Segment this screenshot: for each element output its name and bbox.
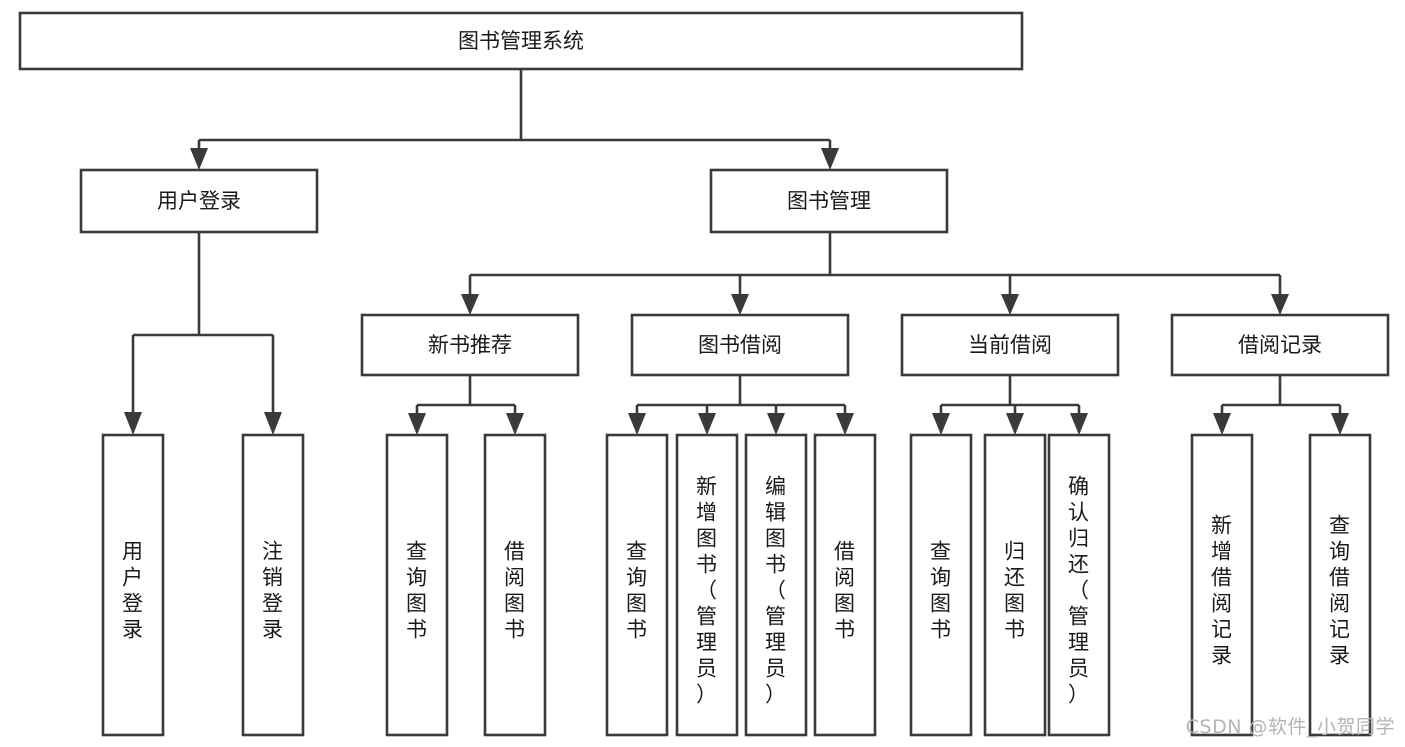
node-leaf-bb-add-book[interactable]: 新增图书（管理员） [675,433,739,737]
node-leaf-bb-edit-book[interactable]: 编辑图书（管理员） [744,433,808,737]
node-borrow-record-label: 借阅记录 [1238,333,1322,357]
node-current-borrow[interactable]: 当前借阅 [900,313,1120,377]
node-leaf-br-query-record-label: 查询借阅记录 [1329,514,1351,668]
node-book-borrow[interactable]: 图书借阅 [630,313,850,377]
arrowhead-bb-borrow-book [836,413,854,435]
node-leaf-user-logout-label: 注销登录 [262,540,284,642]
arrowhead-book-borrow [731,294,749,315]
node-new-book-rec[interactable]: 新书推荐 [360,313,580,377]
arrowhead-rec-borrow-book [506,413,524,435]
node-root[interactable]: 图书管理系统 [18,11,1024,71]
node-new-book-rec-label: 新书推荐 [428,333,512,357]
node-leaf-user-login-label: 用户登录 [122,540,144,642]
node-current-borrow-label: 当前借阅 [968,333,1052,357]
node-borrow-record[interactable]: 借阅记录 [1170,313,1390,377]
node-book-manage[interactable]: 图书管理 [709,168,949,234]
node-leaf-rec-borrow-book-label: 借阅图书 [504,540,526,642]
node-leaf-cb-return-book[interactable]: 归还图书 [983,433,1047,737]
node-leaf-bb-borrow-book[interactable]: 借阅图书 [813,433,877,737]
node-leaf-cb-return-book-label: 归还图书 [1004,540,1026,642]
arrowhead-borrow-record [1271,294,1289,315]
node-leaf-br-query-record[interactable]: 查询借阅记录 [1308,433,1372,737]
watermark-text: CSDN @软件_小贺同学 [1185,716,1395,738]
arrowhead-bb-edit-book [767,413,785,435]
arrowhead-rec-query-book [408,413,426,435]
node-leaf-rec-query-book-label: 查询图书 [406,540,428,642]
node-leaf-rec-query-book[interactable]: 查询图书 [385,433,449,737]
arrowhead-cb-confirm-return [1070,413,1088,435]
node-leaf-user-login[interactable]: 用户登录 [101,433,165,737]
arrowhead-cb-return-book [1006,413,1024,435]
arrowhead-l-user-login [124,412,142,435]
node-leaf-br-add-record-label: 新增借阅记录 [1211,514,1233,668]
node-user-login-label: 用户登录 [157,189,241,213]
node-layer: 图书管理系统 用户登录 图书管理 新书推荐 图书借阅 当前 [18,11,1390,737]
node-leaf-br-add-record[interactable]: 新增借阅记录 [1190,433,1254,737]
arrowhead-bb-query-book [628,413,646,435]
arrowhead-to-book-manage [821,148,839,170]
node-leaf-user-logout[interactable]: 注销登录 [241,433,305,737]
node-leaf-bb-borrow-book-label: 借阅图书 [834,540,856,642]
node-leaf-rec-borrow-book[interactable]: 借阅图书 [483,433,547,737]
arrowhead-bb-add-book [698,413,716,435]
arrowhead-l-user-logout [264,412,282,435]
arrowhead-new-book-rec [461,294,479,315]
node-leaf-cb-confirm-return[interactable]: 确认归还（管理员） [1047,433,1111,737]
arrowhead-current-borrow [1001,294,1019,315]
node-book-borrow-label: 图书借阅 [698,333,782,357]
node-leaf-cb-confirm-return-label: 确认归还（管理员） [1068,475,1090,707]
node-leaf-cb-query-book-label: 查询图书 [930,540,952,642]
arrowhead-br-add-record [1213,413,1231,435]
node-book-manage-label: 图书管理 [787,189,871,213]
connector-layer [124,69,1349,435]
node-leaf-bb-add-book-label: 新增图书（管理员） [696,475,718,707]
node-leaf-bb-query-book[interactable]: 查询图书 [605,433,669,737]
arrowhead-cb-query-book [932,413,950,435]
node-root-label: 图书管理系统 [458,29,584,53]
arrowhead-to-user-login [190,148,208,170]
node-leaf-bb-query-book-label: 查询图书 [626,540,648,642]
node-user-login[interactable]: 用户登录 [79,168,319,234]
arrowhead-br-query-record [1331,413,1349,435]
node-leaf-bb-edit-book-label: 编辑图书（管理员） [765,475,787,707]
node-leaf-cb-query-book[interactable]: 查询图书 [909,433,973,737]
